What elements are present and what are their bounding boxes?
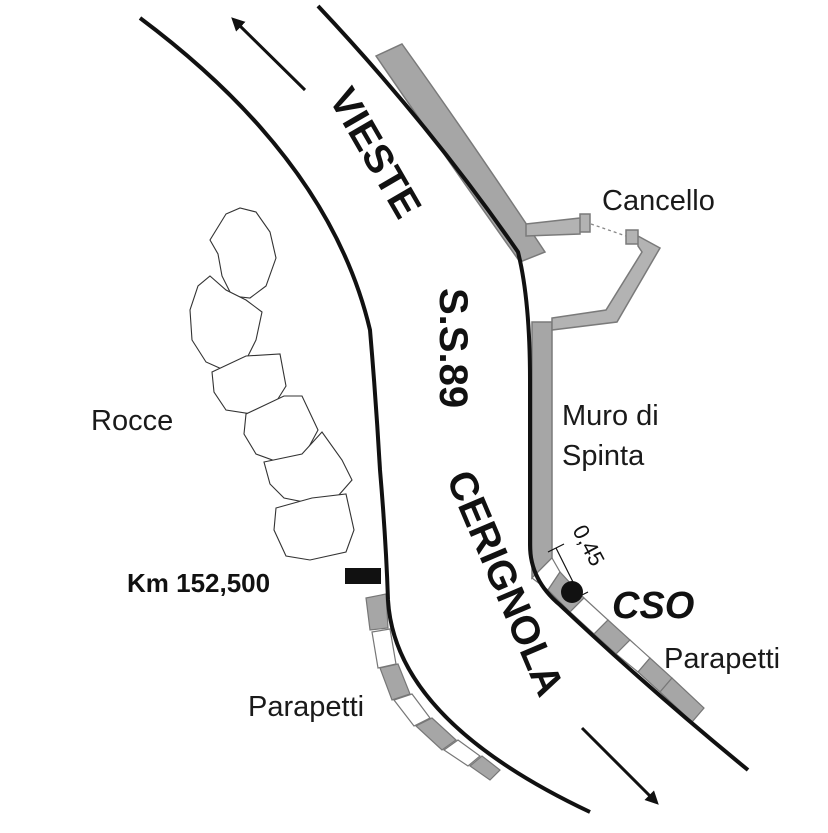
rocks xyxy=(189,207,355,561)
retaining-wall-lower xyxy=(531,321,553,580)
road-edge-left xyxy=(138,16,591,814)
label-cso: CSO xyxy=(612,585,694,627)
direction-arrow-north xyxy=(231,17,307,92)
road-edge-right xyxy=(316,4,750,772)
gate-structure xyxy=(525,213,662,331)
label-rocks: Rocce xyxy=(91,405,173,437)
parapet-left xyxy=(365,593,501,781)
parapet-right xyxy=(531,557,705,723)
label-wall-line2: Spinta xyxy=(562,440,645,472)
label-parapets-left: Parapetti xyxy=(248,691,364,723)
km-marker xyxy=(345,568,381,584)
dimension-tick-1 xyxy=(547,543,565,553)
label-wall-line1: Muro di xyxy=(562,400,659,432)
cso-point xyxy=(561,581,583,603)
direction-arrow-south xyxy=(580,726,659,805)
gate-opening xyxy=(590,223,627,237)
label-km: Km 152,500 xyxy=(127,568,270,598)
retaining-wall-upper xyxy=(374,43,547,263)
label-parapets-right: Parapetti xyxy=(664,643,780,675)
label-dimension: 0,45 xyxy=(568,521,610,571)
label-gate: Cancello xyxy=(602,185,715,217)
road-label-route: S.S.89 xyxy=(431,288,475,408)
